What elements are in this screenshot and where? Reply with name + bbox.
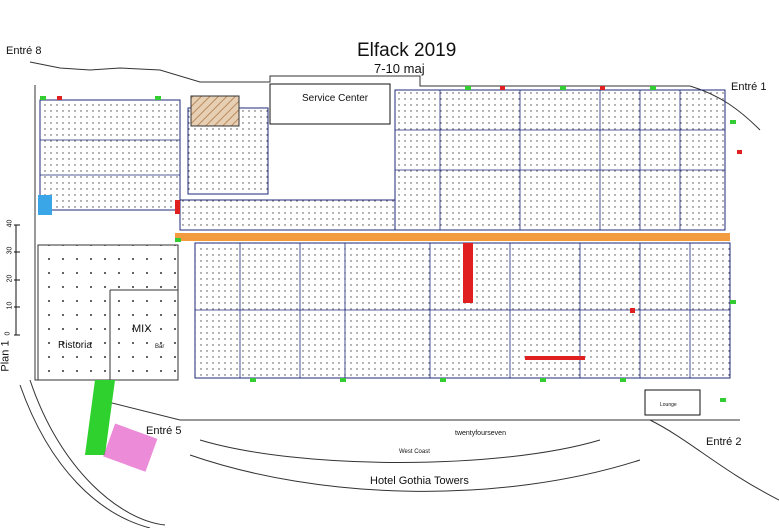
scale-tick-label: 20 [6, 274, 14, 283]
red-markers [57, 86, 742, 360]
entrance-5-label: Entré 5 [146, 425, 182, 437]
restaurant-hatched-area [190, 95, 240, 127]
ristoria-label: Ristoria [58, 340, 92, 351]
west-coast-label: West Coast [399, 449, 430, 455]
main-aisle [175, 233, 730, 241]
entrance-2-label: Entré 2 [706, 436, 742, 448]
scale-tick-label: 0 [4, 331, 12, 336]
booth-dividers [40, 90, 730, 378]
service-center-label: Service Center [302, 93, 369, 104]
ristoria-mix-area [37, 244, 179, 381]
lounge-label: Lounge [660, 402, 677, 408]
entrance-8-label: Entré 8 [6, 45, 42, 57]
main-hall [179, 89, 731, 379]
lounge-block [644, 389, 701, 416]
green-walkway [85, 380, 115, 455]
scale-tick-label: 10 [6, 301, 14, 310]
twentyfourseven-label: twentyfourseven [455, 430, 506, 437]
scale-bar [14, 224, 20, 336]
hotel-label: Hotel Gothia Towers [370, 475, 469, 487]
red-feature-stand [463, 243, 473, 303]
scale-tick-label: 40 [6, 219, 14, 228]
exit-markers [40, 86, 736, 402]
entrance-1-label: Entré 1 [731, 81, 767, 93]
event-dates: 7-10 maj [374, 61, 425, 76]
magenta-zone [103, 423, 158, 472]
service-center-block [269, 83, 391, 125]
info-desk [38, 195, 52, 215]
map-title: Elfack 2019 [357, 40, 457, 61]
scale-tick-label: 30 [6, 246, 14, 255]
floor-label: Plan 1 [0, 340, 12, 372]
bar-label: Bar [155, 344, 165, 350]
mix-label: MIX [132, 323, 152, 335]
